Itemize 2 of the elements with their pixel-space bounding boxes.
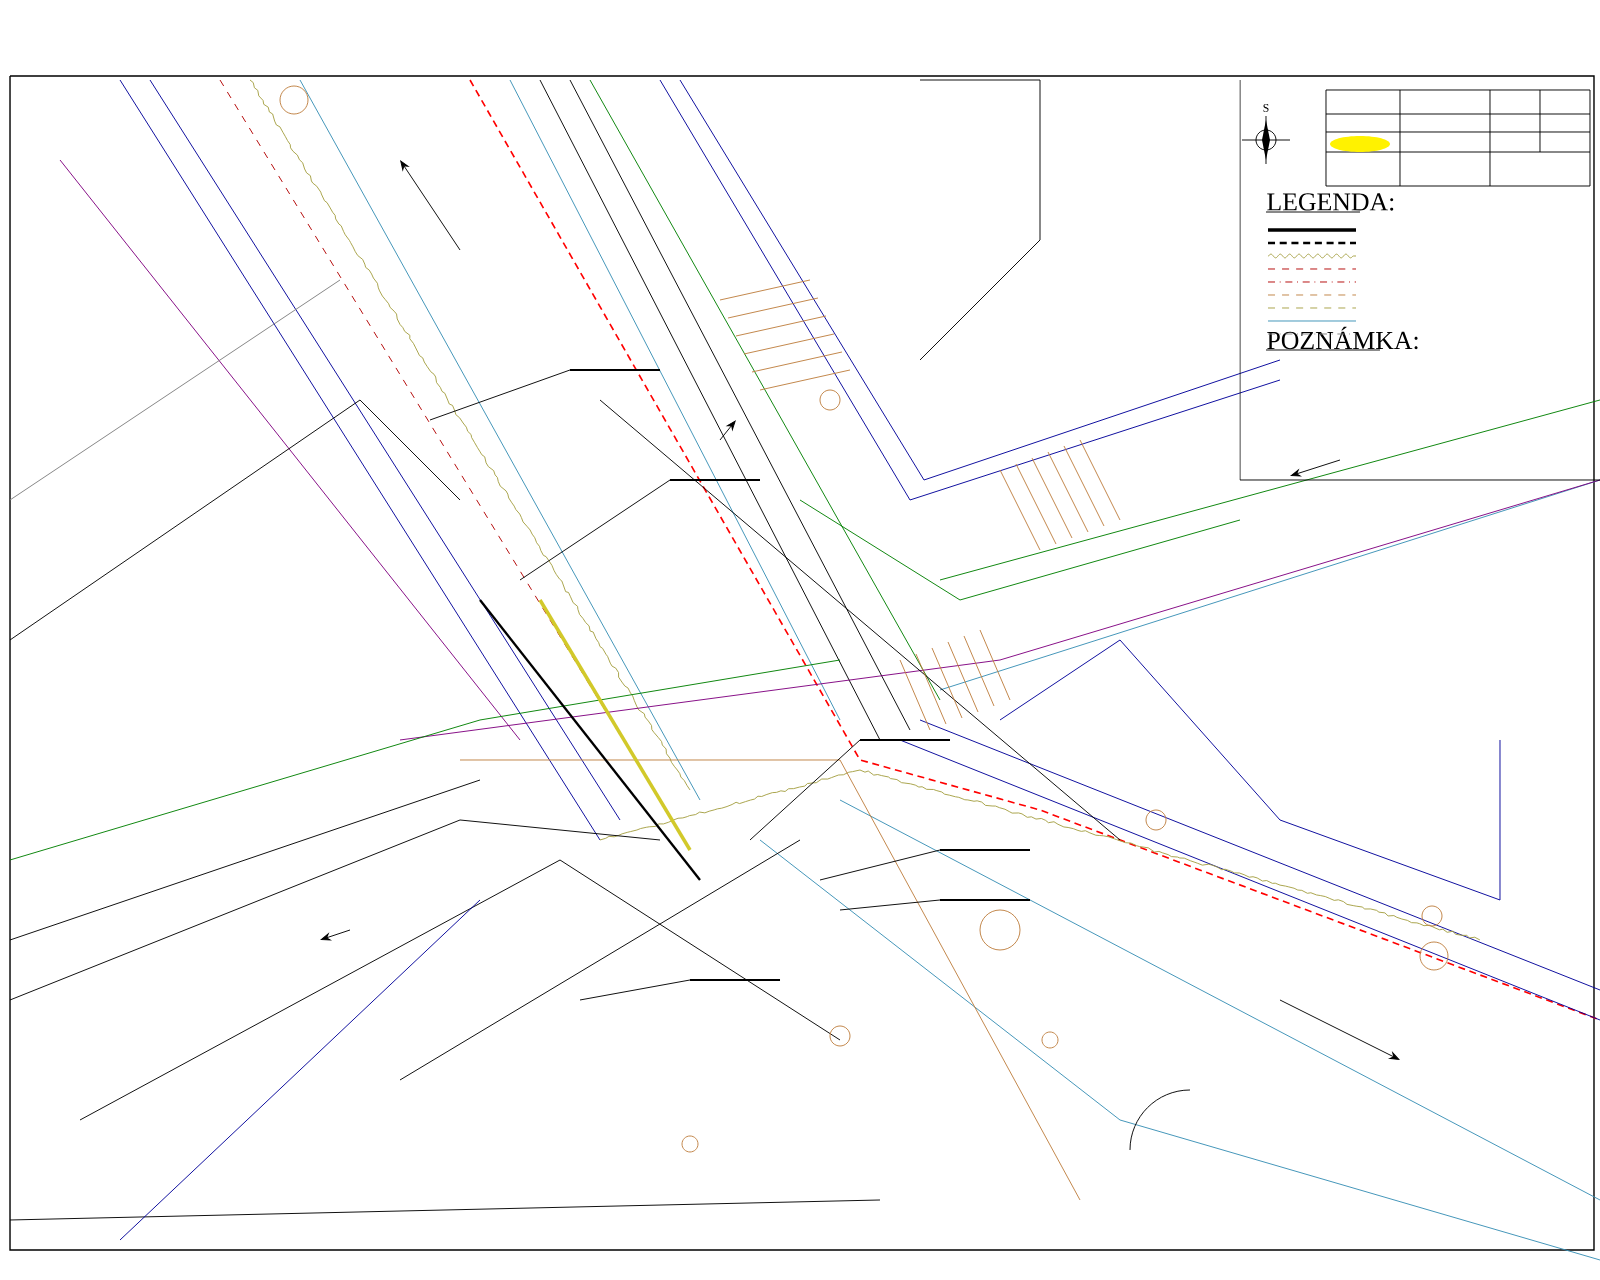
notes-heading: POZNÁMKA: <box>1267 326 1418 350</box>
legend-heading: LEGENDA: <box>1267 193 1394 211</box>
